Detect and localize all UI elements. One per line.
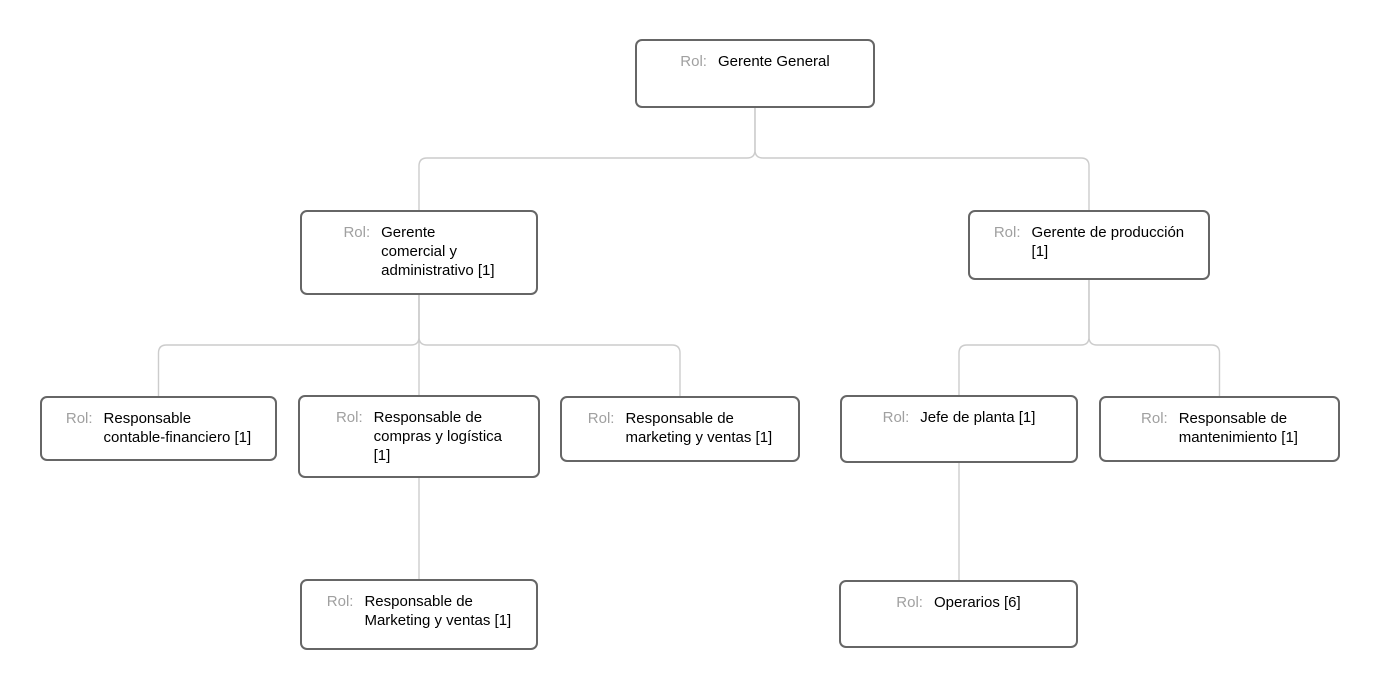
role-value: Responsable contable-financiero [1] xyxy=(103,410,252,446)
role-value: Responsable de mantenimiento [1] xyxy=(1178,410,1298,446)
edge-gerente-produccion-to-jefe-de-planta xyxy=(958,280,1090,395)
org-node-gerente-comercial-administrativo[interactable]: Rol: Gerente comercial y administrativo … xyxy=(300,210,538,295)
edge-gerente-general-to-gerente-produccion xyxy=(754,108,1090,210)
role-value: Gerente comercial y administrativo [1] xyxy=(381,224,495,279)
org-node-operarios[interactable]: Rol: Operarios [6] xyxy=(839,580,1078,648)
edge-gerente-general-to-gerente-comercial xyxy=(418,108,756,210)
org-node-jefe-de-planta[interactable]: Rol: Jefe de planta [1] xyxy=(840,395,1078,463)
org-node-responsable-marketing-ventas[interactable]: Rol: Responsable de marketing y ventas [… xyxy=(560,396,800,462)
org-node-gerente-produccion[interactable]: Rol: Gerente de producción [1] xyxy=(968,210,1210,280)
edge-gerente-comercial-to-contable-financiero xyxy=(157,295,420,396)
role-value: Operarios [6] xyxy=(933,594,1021,611)
role-label: Rol: xyxy=(335,409,363,426)
edge-gerente-comercial-to-marketing-ventas xyxy=(418,295,681,396)
role-label: Rol: xyxy=(993,224,1021,241)
org-node-responsable-marketing-ventas-2[interactable]: Rol: Responsable de Marketing y ventas [… xyxy=(300,579,538,650)
role-value: Jefe de planta [1] xyxy=(920,409,1036,426)
role-label: Rol: xyxy=(1141,410,1168,427)
role-value: Gerente de producción [1] xyxy=(1031,224,1185,260)
role-label: Rol: xyxy=(896,594,923,611)
org-node-gerente-general[interactable]: Rol: Gerente General xyxy=(635,39,875,108)
role-value: Responsable de Marketing y ventas [1] xyxy=(364,593,512,629)
role-label: Rol: xyxy=(343,224,371,241)
role-label: Rol: xyxy=(882,409,910,426)
org-node-responsable-contable-financiero[interactable]: Rol: Responsable contable-financiero [1] xyxy=(40,396,277,461)
org-node-responsable-compras-logistica[interactable]: Rol: Responsable de compras y logística … xyxy=(298,395,540,478)
role-value: Gerente General xyxy=(717,53,830,70)
role-value: Responsable de marketing y ventas [1] xyxy=(625,410,773,446)
role-value: Responsable de compras y logística [1] xyxy=(373,409,503,464)
org-node-responsable-mantenimiento[interactable]: Rol: Responsable de mantenimiento [1] xyxy=(1099,396,1340,462)
role-label: Rol: xyxy=(326,593,354,610)
role-label: Rol: xyxy=(587,410,615,427)
edge-gerente-produccion-to-mantenimiento xyxy=(1088,280,1221,396)
role-label: Rol: xyxy=(680,53,707,70)
role-label: Rol: xyxy=(65,410,93,427)
